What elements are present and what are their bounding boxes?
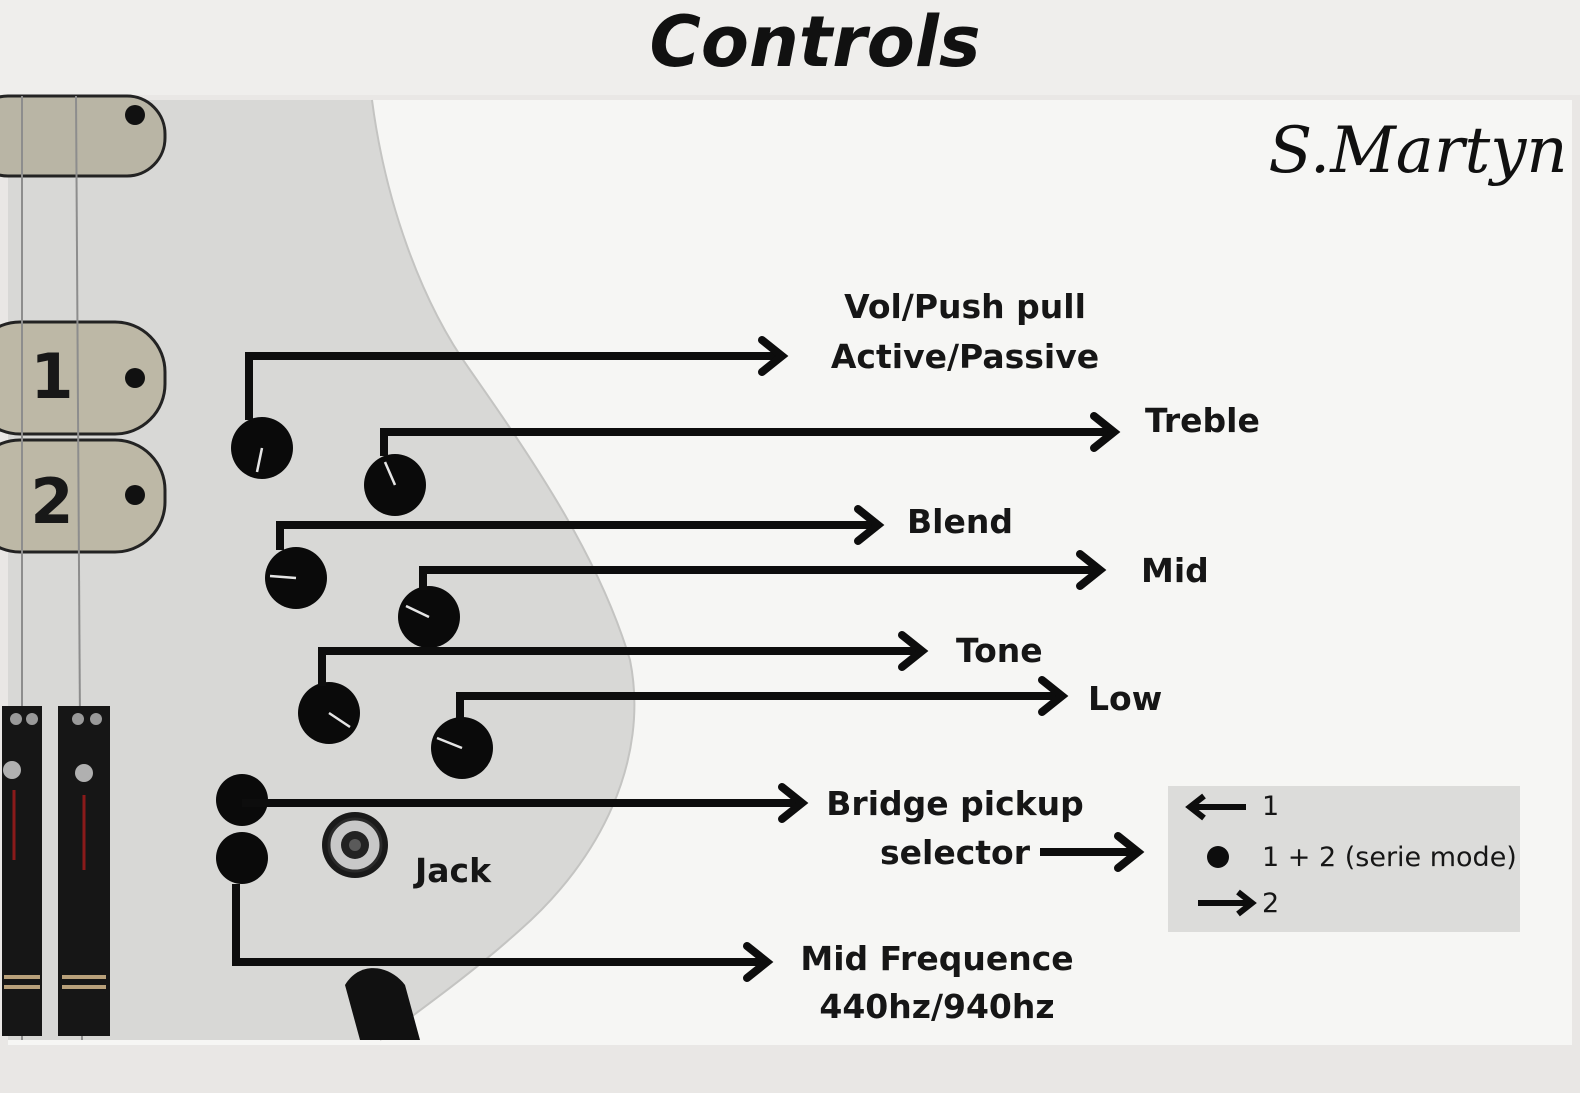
arrow-right-icon	[1198, 889, 1257, 917]
title-strip	[0, 0, 1580, 95]
volume-label-line-1: Vol/Push pull	[844, 287, 1086, 326]
jack-socket[interactable]	[322, 812, 388, 878]
pickup-1: 1	[0, 320, 167, 436]
selector-legend: 1 1 + 2 (serie mode) 2	[1168, 786, 1520, 932]
pickup-screw	[125, 368, 145, 388]
page-title: Controls	[649, 1, 980, 83]
treble-knob[interactable]	[364, 454, 426, 516]
brand-signature: S.Martyn	[1268, 114, 1567, 188]
mid-frequency-switch[interactable]	[216, 832, 268, 884]
bridge-saddle	[2, 706, 42, 1036]
pickup-screw	[125, 485, 145, 505]
mid-knob[interactable]	[398, 586, 460, 648]
legend-item-3-text: 2	[1262, 888, 1279, 919]
arrowhead	[854, 505, 885, 545]
volume-label-line-2: Active/Passive	[831, 337, 1099, 376]
pickup-2: 2	[0, 438, 167, 554]
blend-leader-line	[276, 521, 876, 550]
mid-frequency-label-line-1: Mid Frequence	[800, 939, 1073, 978]
jack-label: Jack	[413, 851, 492, 890]
bridge-selector-label-line-1: Bridge pickup	[826, 784, 1083, 823]
arrowhead	[898, 631, 929, 671]
pickup-screw	[125, 105, 145, 125]
arrowhead	[1076, 550, 1107, 590]
arrowhead	[743, 942, 774, 982]
legend-item-2-text: 1 + 2 (serie mode)	[1262, 842, 1517, 873]
strap-button	[345, 968, 420, 1040]
arrowhead	[778, 783, 809, 823]
pickup-2-label: 2	[30, 465, 73, 538]
bridge-saddle	[58, 706, 110, 1036]
tone-knob[interactable]	[298, 682, 360, 744]
treble-leader-line	[380, 428, 1112, 456]
low-label: Low	[1088, 679, 1162, 718]
arrow-left-icon	[1185, 793, 1246, 821]
arrowhead	[1038, 676, 1069, 716]
low-leader-line	[456, 692, 1060, 720]
dot-icon	[1207, 846, 1229, 868]
legend-item-1-text: 1	[1262, 791, 1279, 822]
bridge-selector-label-line-2: selector	[880, 833, 1031, 872]
mid-frequency-leader-line	[232, 884, 765, 966]
mid-leader-line	[419, 566, 1098, 590]
arrowhead	[1114, 832, 1145, 872]
tone-leader-line	[318, 647, 920, 686]
pickup-1-label: 1	[30, 340, 73, 413]
arrowhead	[1090, 412, 1121, 452]
treble-label: Treble	[1145, 401, 1260, 440]
volume-leader-line	[245, 352, 780, 420]
mid-frequency-label-line-2: 440hz/940hz	[819, 987, 1054, 1026]
tone-label: Tone	[956, 631, 1043, 670]
volume-knob[interactable]	[231, 417, 293, 479]
low-knob[interactable]	[431, 717, 493, 779]
neck-pickup	[0, 94, 167, 178]
mid-label: Mid	[1141, 551, 1209, 590]
body-edge	[371, 99, 636, 1041]
blend-knob[interactable]	[265, 547, 327, 609]
arrowhead	[758, 336, 789, 376]
blend-label: Blend	[907, 502, 1013, 541]
